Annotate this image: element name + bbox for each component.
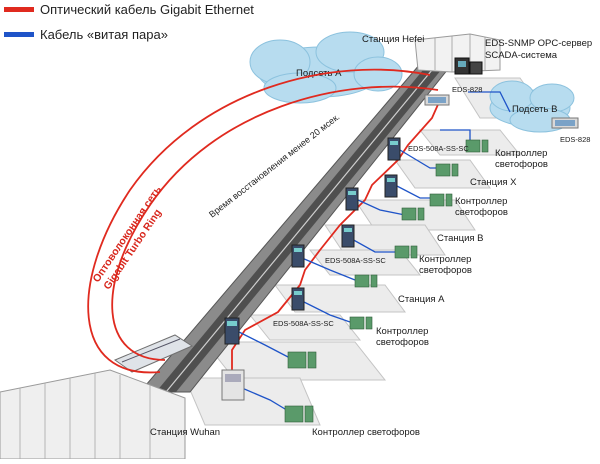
switch-eds828-subnet-b xyxy=(551,117,579,129)
switch-wuhan xyxy=(221,369,245,401)
station-x-label: Станция X xyxy=(470,177,517,188)
platform-station-a xyxy=(274,284,406,313)
switch-eds508-1 xyxy=(387,137,401,161)
traffic-controllers xyxy=(284,139,489,423)
eds508-label-2: EDS-508A-SS-SC xyxy=(325,256,386,265)
eds508-label-1: EDS-508A-SS-SC xyxy=(408,144,469,153)
scada-servers xyxy=(454,57,483,75)
controller-4 xyxy=(401,207,425,221)
eds508-label-3: EDS-508A-SS-SC xyxy=(273,319,334,328)
twisted-pair-legend-swatch xyxy=(4,32,34,37)
opc-server-label: EDS-SNMP OPC-сервер xyxy=(485,38,592,49)
controller-5 xyxy=(394,245,418,259)
station-b-label: Станция B xyxy=(437,233,484,244)
controller-8 xyxy=(287,351,317,369)
fiber-legend-swatch xyxy=(4,7,34,12)
controller-label-1-line1: Контроллер xyxy=(495,148,547,159)
eds828-label-hefei: EDS-828 xyxy=(452,85,482,94)
railway-tunnel xyxy=(0,33,501,460)
controller-7 xyxy=(349,316,373,330)
ring-title-line1: Оптоволоконная сеть xyxy=(91,183,165,284)
fiber-legend-label: Оптический кабель Gigabit Ethernet xyxy=(40,2,254,17)
controller-label-4-line2: светофоров xyxy=(376,337,429,348)
cloud-subnet-a xyxy=(249,31,403,104)
controller-label-2-line2: светофоров xyxy=(455,207,508,218)
switch-eds508-4 xyxy=(341,224,355,248)
eds828-label-subnet-b: EDS-828 xyxy=(560,135,590,144)
station-a-label: Станция A xyxy=(398,294,445,305)
station-hefei-label: Станция Hefei xyxy=(362,34,424,45)
scada-label: SCADA-система xyxy=(485,50,558,61)
gigabit-turbo-ring xyxy=(87,68,441,374)
legend: Оптический кабель Gigabit Ethernet Кабел… xyxy=(4,2,254,42)
controller-label-3-line2: светофоров xyxy=(419,265,472,276)
controller-wuhan xyxy=(284,405,314,423)
controller-1 xyxy=(465,139,489,153)
controller-2 xyxy=(435,163,459,177)
controller-label-4-line1: Контроллер xyxy=(376,326,428,337)
switch-eds508-7 xyxy=(224,317,240,345)
switch-eds508-3 xyxy=(345,187,359,211)
switch-eds828-hefei xyxy=(424,94,450,106)
twisted-pair-legend-label: Кабель «витая пара» xyxy=(40,27,168,42)
switches xyxy=(221,94,579,401)
controller-6 xyxy=(354,274,378,288)
controller-label-2-line1: Контроллер xyxy=(455,196,507,207)
station-wuhan-label: Станция Wuhan xyxy=(150,427,220,438)
switch-eds508-5 xyxy=(291,244,305,268)
twisted-pair-links xyxy=(234,91,511,413)
controller-label-1-line2: светофоров xyxy=(495,159,548,170)
controller-label-wuhan: Контроллер светофоров xyxy=(312,427,420,438)
switch-eds508-6 xyxy=(291,287,305,311)
controller-3 xyxy=(429,193,453,207)
switch-eds508-2 xyxy=(384,174,398,198)
subnet-b-label: Подсеть B xyxy=(512,104,557,115)
controller-label-3-line1: Контроллер xyxy=(419,254,471,265)
